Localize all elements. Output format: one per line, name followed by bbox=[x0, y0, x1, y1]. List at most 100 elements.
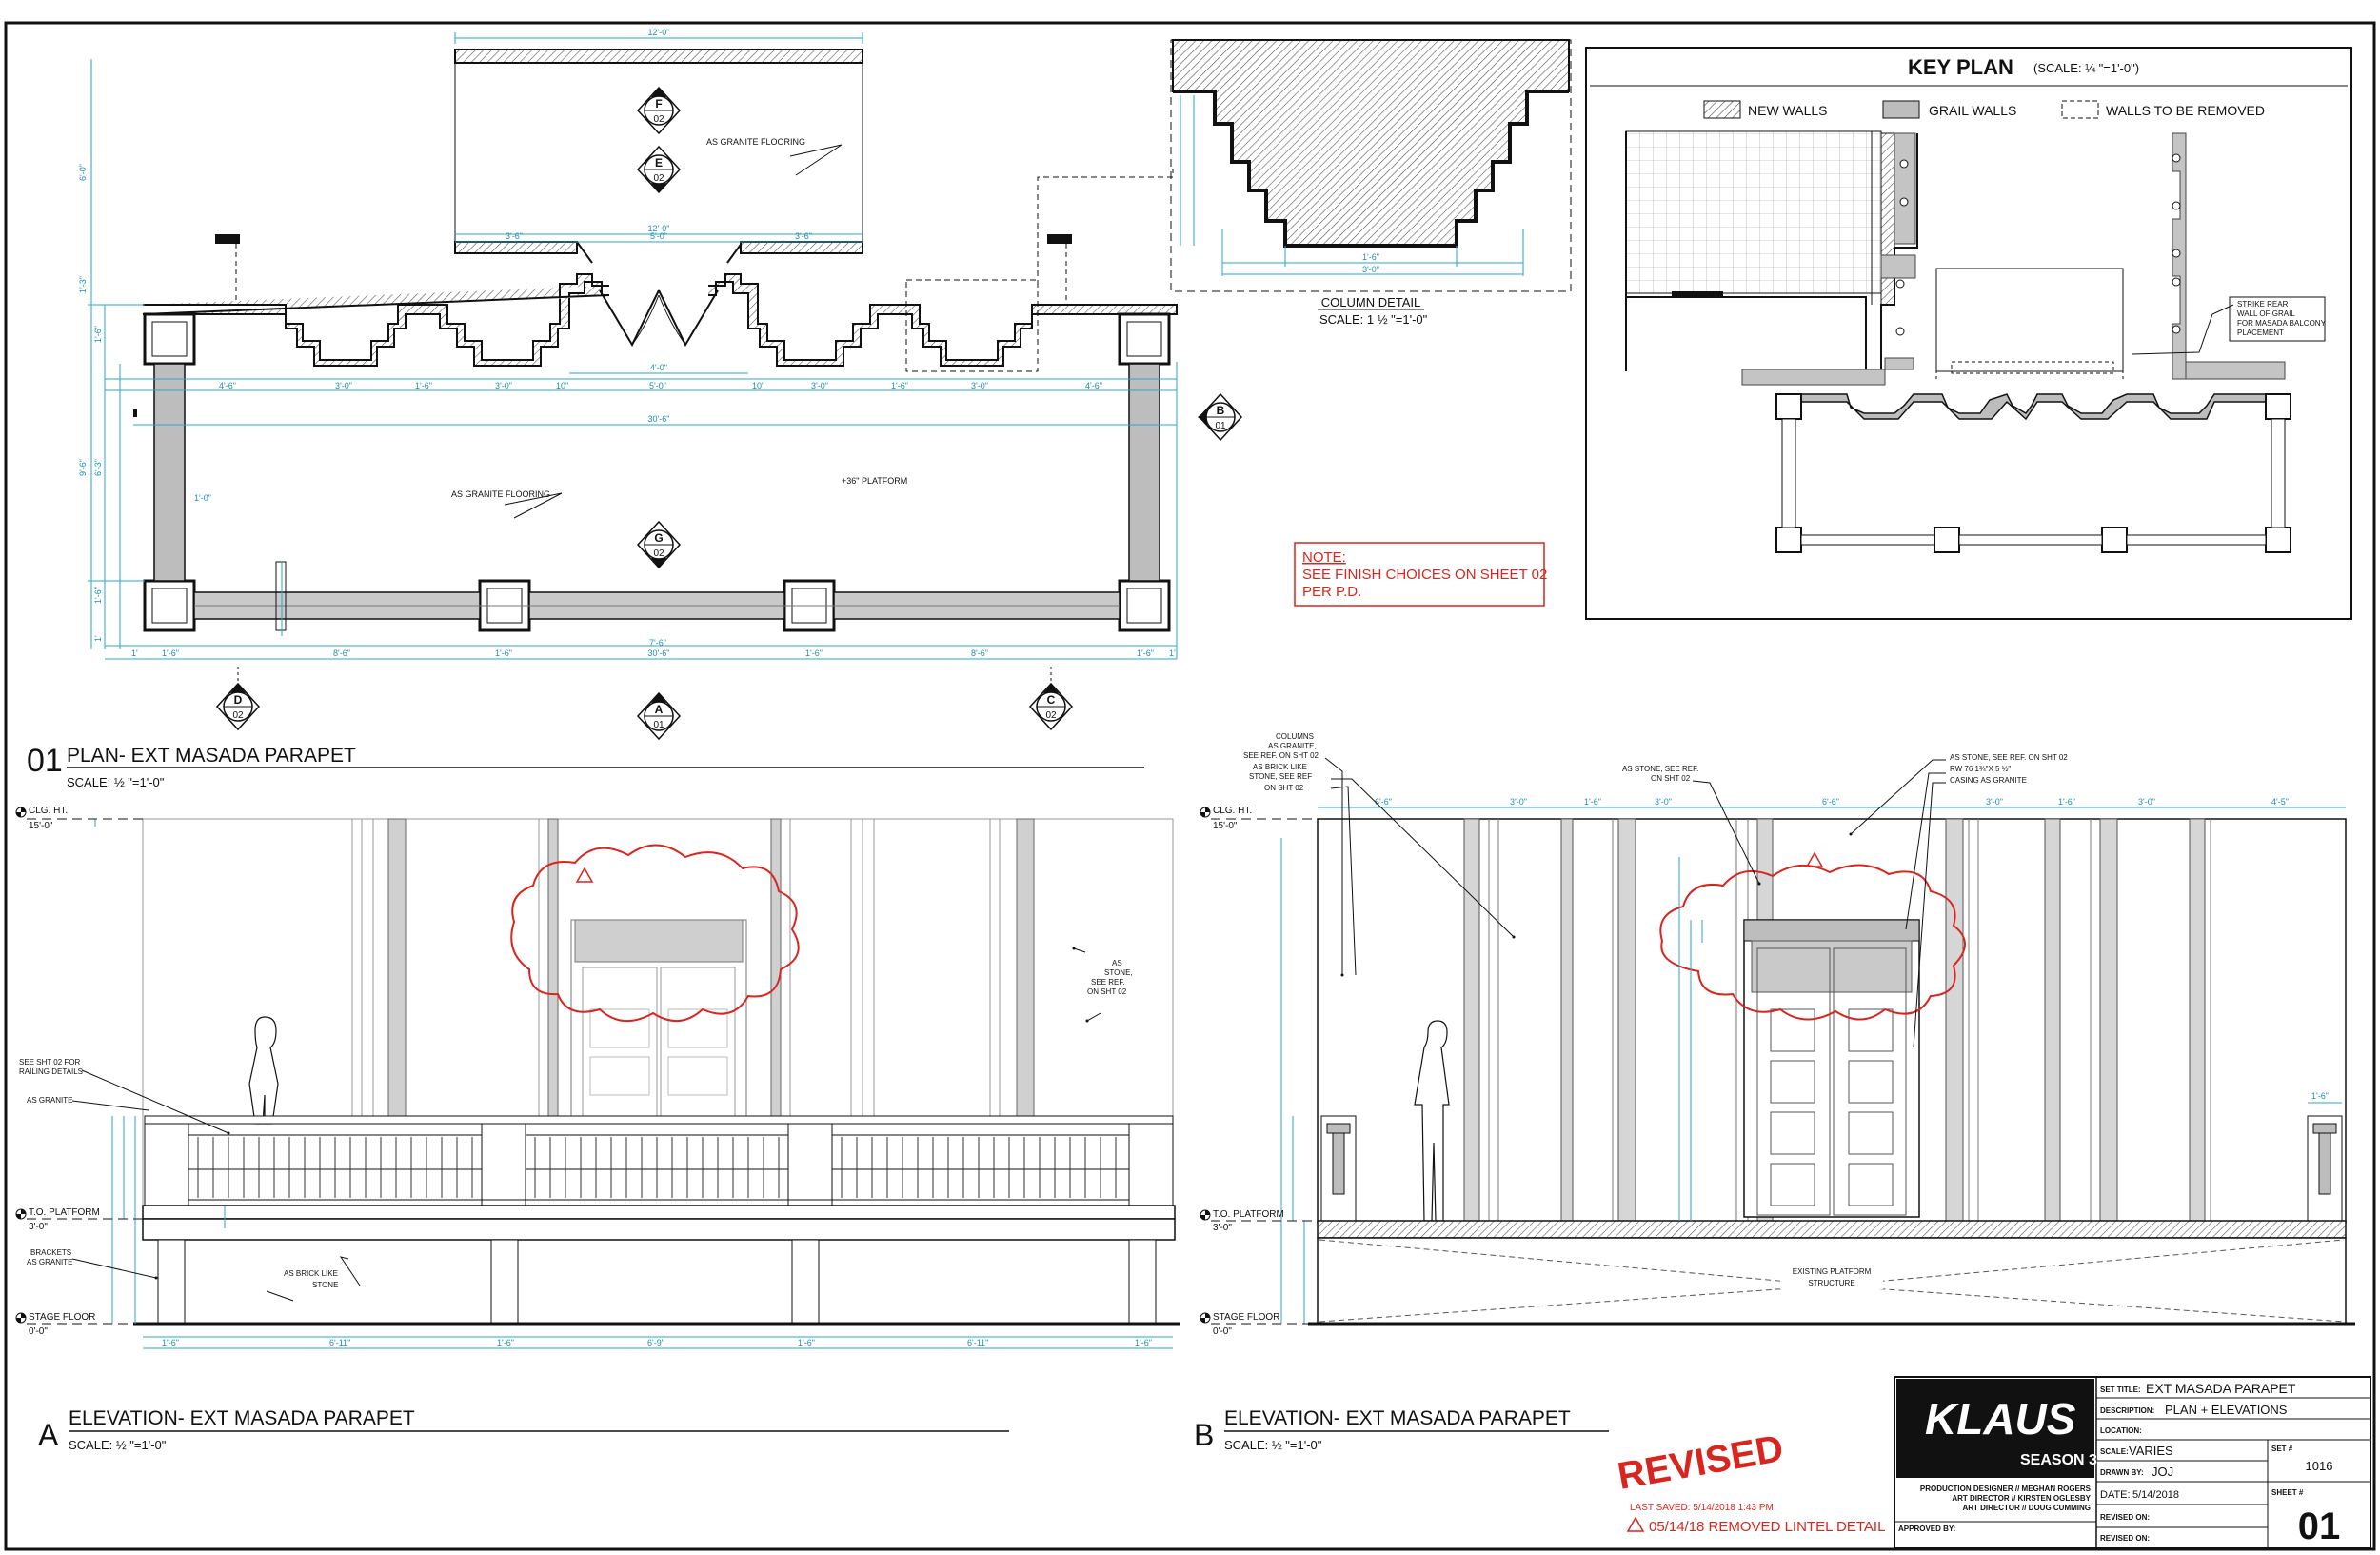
title-block: KLAUS SEASON 3 PRODUCTION DESIGNER // ME… bbox=[1894, 1376, 2371, 1549]
flooring-note-upper: AS GRANITE FLOORING bbox=[706, 137, 805, 147]
note-stone-b-2: ON SHT 02 bbox=[1651, 774, 1691, 783]
set-number-label: SET # bbox=[2271, 1445, 2293, 1453]
elev-b-level-platform: T.O. PLATFORM 3'-0" bbox=[1200, 1209, 1318, 1233]
elev-b-level-clg: CLG. HT. 15'-0" bbox=[1200, 806, 1318, 831]
level-name: T.O. PLATFORM bbox=[29, 1207, 100, 1218]
dim-upper-7: 3'-0" bbox=[811, 381, 828, 390]
section-marker-a[interactable]: A 01 bbox=[636, 691, 682, 741]
dim-top-width: 12'-0" bbox=[648, 28, 670, 37]
dim-lower-6: 1'-6" bbox=[805, 648, 823, 658]
legend-swatch-removed bbox=[2061, 100, 2099, 119]
marker-sheet: 02 bbox=[232, 710, 244, 721]
note-brick-1: AS BRICK LIKE bbox=[284, 1269, 338, 1278]
elev-b-dim-0: 6'-6" bbox=[1375, 797, 1392, 807]
dim-left-6: 1' bbox=[93, 635, 103, 642]
dim-top-sub-right: 3'-6" bbox=[795, 231, 812, 241]
note-brackets-1: BRACKETS bbox=[30, 1248, 71, 1257]
column-detail-title: COLUMN DETAIL bbox=[1321, 295, 1421, 309]
revision-triangle-icon bbox=[1626, 1516, 1645, 1532]
revised-on-label-2: REVISED ON: bbox=[2100, 1534, 2150, 1543]
plan-number: 01 bbox=[27, 743, 63, 779]
plan-title: PLAN- EXT MASADA PARAPET bbox=[67, 745, 356, 767]
elev-b-dim-8: 4'-5" bbox=[2271, 797, 2289, 807]
key-plan: KEY PLAN (SCALE: ¼ "=1'-0") NEW WALLS GR… bbox=[1585, 47, 2352, 620]
elev-b-dim-7: 3'-0" bbox=[2138, 797, 2155, 807]
elev-b-dim-2: 1'-6" bbox=[1584, 797, 1601, 807]
note-platform-2: STRUCTURE bbox=[1808, 1279, 1854, 1287]
credit-production-designer: PRODUCTION DESIGNER // MEGHAN ROGERS bbox=[1920, 1485, 2092, 1493]
level-value: 3'-0" bbox=[1213, 1223, 1232, 1233]
flooring-note-lower: AS GRANITE FLOORING bbox=[451, 489, 550, 499]
description: PLAN + ELEVATIONS bbox=[2165, 1403, 2288, 1417]
dim-lower-1: 1'-6" bbox=[162, 648, 179, 658]
elev-b-dim-5: 3'-0" bbox=[1986, 797, 2003, 807]
marker-sheet: 02 bbox=[1045, 710, 1057, 721]
legend-swatch-grail-walls bbox=[1882, 100, 1920, 119]
plan-dimensions: 12'-0" 12'-0" 3'-6" 5'-0" 3'-6" 4'-0" 30… bbox=[78, 28, 1176, 658]
note-brackets-2: AS GRANITE bbox=[27, 1258, 72, 1266]
section-marker-e[interactable]: E 02 bbox=[636, 145, 682, 194]
elev-b-dim-4: 6'-6" bbox=[1822, 797, 1839, 807]
dim-upper-2: 1'-6" bbox=[415, 381, 432, 390]
note-stone-4: ON SHT 02 bbox=[1087, 987, 1127, 996]
section-marker-c[interactable]: C 02 bbox=[1028, 682, 1074, 731]
note-casing-2: RW 76 1¾"X 5 ½" bbox=[1950, 765, 2011, 773]
section-marker-d[interactable]: D 02 bbox=[215, 682, 261, 731]
dim-top-sub-left: 3'-6" bbox=[506, 231, 523, 241]
marker-letter: D bbox=[234, 693, 243, 707]
column-detail: 1'-6" 3'-0" COLUMN DETAIL SCALE: 1 ½ "=1… bbox=[1170, 39, 1572, 327]
marker-letter: E bbox=[655, 156, 663, 169]
note-stone-1: AS bbox=[1112, 959, 1122, 967]
dim-upper-3: 3'-0" bbox=[495, 381, 512, 390]
note-line-1: SEE FINISH CHOICES ON SHEET 02 bbox=[1302, 567, 1547, 583]
dim-lower-7: 8'-6" bbox=[971, 648, 988, 658]
column-dim-inner: 1'-6" bbox=[1362, 252, 1379, 262]
date-value: 5/14/2018 bbox=[2132, 1489, 2179, 1501]
plan-view: 12'-0" 12'-0" 3'-6" 5'-0" 3'-6" 4'-0" 30… bbox=[27, 28, 1243, 789]
credit-art-director-2: ART DIRECTOR // DOUG CUMMING bbox=[1962, 1504, 2091, 1512]
dim-right-small: 1'-0" bbox=[194, 493, 211, 503]
elevation-a: 1'-6" 6'-11" 1'-6" 6'-9" 1'-6" 6'-11" 1'… bbox=[15, 806, 1180, 1452]
dim-lower-9: 1' bbox=[1169, 648, 1176, 658]
elev-b-dim-1: 3'-0" bbox=[1510, 797, 1527, 807]
note-stone-3: SEE REF. bbox=[1091, 978, 1125, 987]
marker-letter: F bbox=[655, 97, 662, 110]
elev-a-level-platform: T.O. PLATFORM 3'-0" bbox=[15, 1207, 143, 1232]
section-marker-g[interactable]: G 02 bbox=[636, 520, 682, 569]
section-marker-f[interactable]: F 02 bbox=[636, 86, 682, 135]
dim-lower-0: 1' bbox=[131, 648, 138, 658]
note-casing-1: AS STONE, SEE REF. ON SHT 02 bbox=[1950, 753, 2068, 762]
dim-left-0: 6'-0" bbox=[78, 164, 88, 181]
marker-letter: G bbox=[654, 531, 663, 545]
dim-left-3: 9'-6" bbox=[78, 459, 88, 476]
description-label: DESCRIPTION: bbox=[2100, 1406, 2154, 1415]
note-casing-3: CASING AS GRANITE bbox=[1950, 776, 2027, 785]
note-columns-3: SEE REF. ON SHT 02 bbox=[1243, 751, 1319, 760]
marker-sheet: 02 bbox=[653, 173, 664, 184]
finish-note: NOTE: SEE FINISH CHOICES ON SHEET 02 PER… bbox=[1294, 542, 1547, 607]
location-label: LOCATION: bbox=[2100, 1426, 2142, 1435]
elev-a-dim-4: 6'-9" bbox=[647, 1338, 664, 1347]
note-brick-2: STONE bbox=[312, 1281, 338, 1289]
elev-a-dim-3: 1'-6" bbox=[497, 1338, 514, 1347]
legend-swatch-new-walls bbox=[1703, 100, 1741, 119]
revision-triangle-icon bbox=[1805, 851, 1824, 867]
note-stone-2: STONE, bbox=[1104, 968, 1133, 977]
elev-a-title: ELEVATION- EXT MASADA PARAPET bbox=[69, 1407, 415, 1429]
dim-upper-0: 4'-6" bbox=[219, 381, 236, 390]
column-dim-outer: 3'-0" bbox=[1362, 265, 1379, 274]
note-heading: NOTE: bbox=[1302, 549, 1346, 566]
marker-sheet: 02 bbox=[653, 114, 664, 125]
elev-a-level-clg: CLG. HT. 15'-0" bbox=[15, 806, 143, 831]
set-title: EXT MASADA PARAPET bbox=[2146, 1381, 2296, 1396]
legend-walls-removed: WALLS TO BE REMOVED bbox=[2106, 103, 2265, 118]
elev-a-dim-6: 6'-11" bbox=[967, 1338, 988, 1347]
note-brick-b-3: ON SHT 02 bbox=[1264, 784, 1304, 792]
note-platform-1: EXISTING PLATFORM bbox=[1793, 1267, 1872, 1276]
level-name: CLG. HT. bbox=[1213, 806, 1252, 816]
section-marker-b[interactable]: B 01 bbox=[1198, 392, 1243, 442]
level-name: STAGE FLOOR bbox=[29, 1312, 95, 1323]
scale-label: SCALE: bbox=[2100, 1447, 2129, 1456]
legend-new-walls: NEW WALLS bbox=[1748, 103, 1828, 118]
elev-a-letter: A bbox=[38, 1418, 59, 1452]
